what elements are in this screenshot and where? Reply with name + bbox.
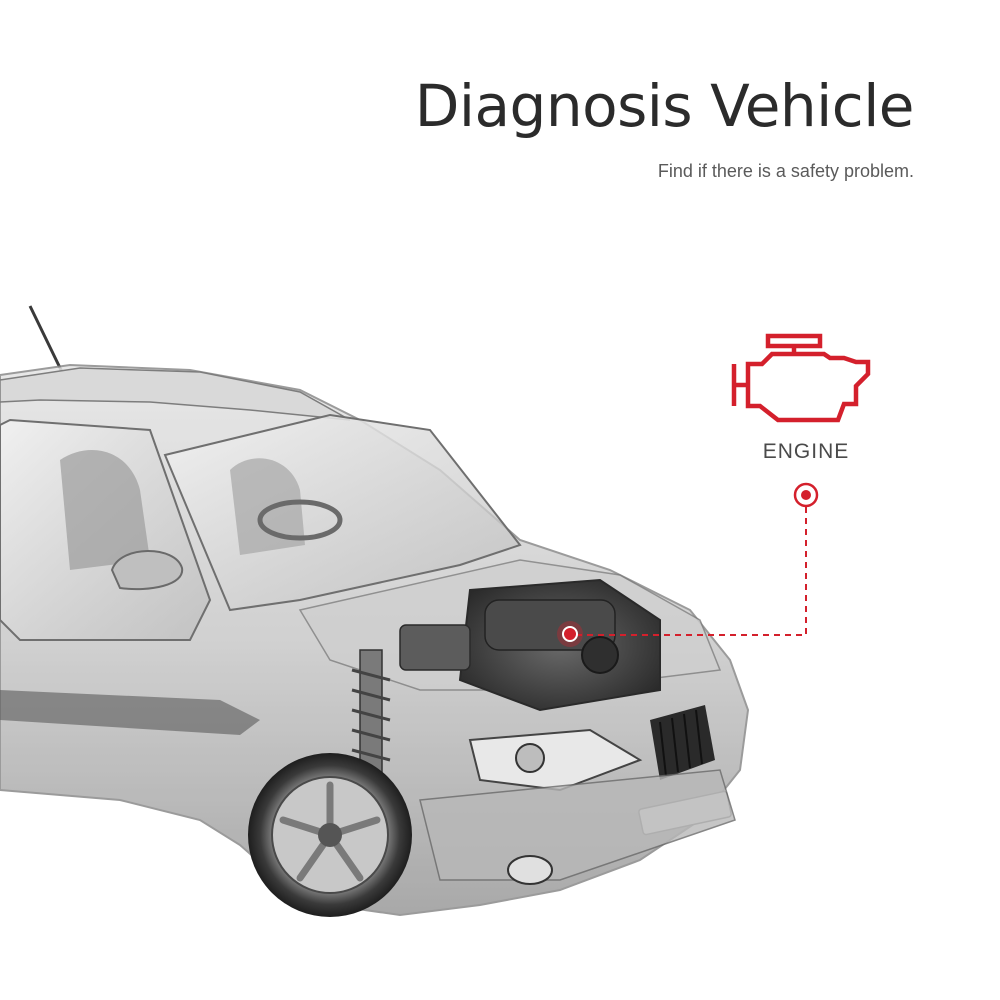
wheel-hub	[318, 823, 342, 847]
fog-light	[507, 855, 553, 885]
bumper	[419, 769, 736, 881]
oil-cap	[581, 636, 619, 674]
page-title: Diagnosis Vehicle	[414, 72, 915, 140]
seat	[60, 450, 150, 570]
grille	[650, 705, 715, 780]
roof	[0, 367, 351, 421]
steering-wheel	[257, 499, 343, 541]
side-mirror	[110, 550, 184, 591]
headlight	[468, 728, 643, 792]
chassis-rail	[0, 690, 260, 735]
antenna	[28, 305, 64, 373]
engine-warning-icon	[731, 333, 871, 423]
grille-lines	[659, 709, 703, 777]
headlight-lens	[515, 743, 545, 773]
engine-label: ENGINE	[762, 440, 850, 463]
coil-spring	[351, 668, 391, 762]
page-subtitle: Find if there is a safety problem.	[657, 161, 914, 181]
air-box	[399, 624, 471, 671]
